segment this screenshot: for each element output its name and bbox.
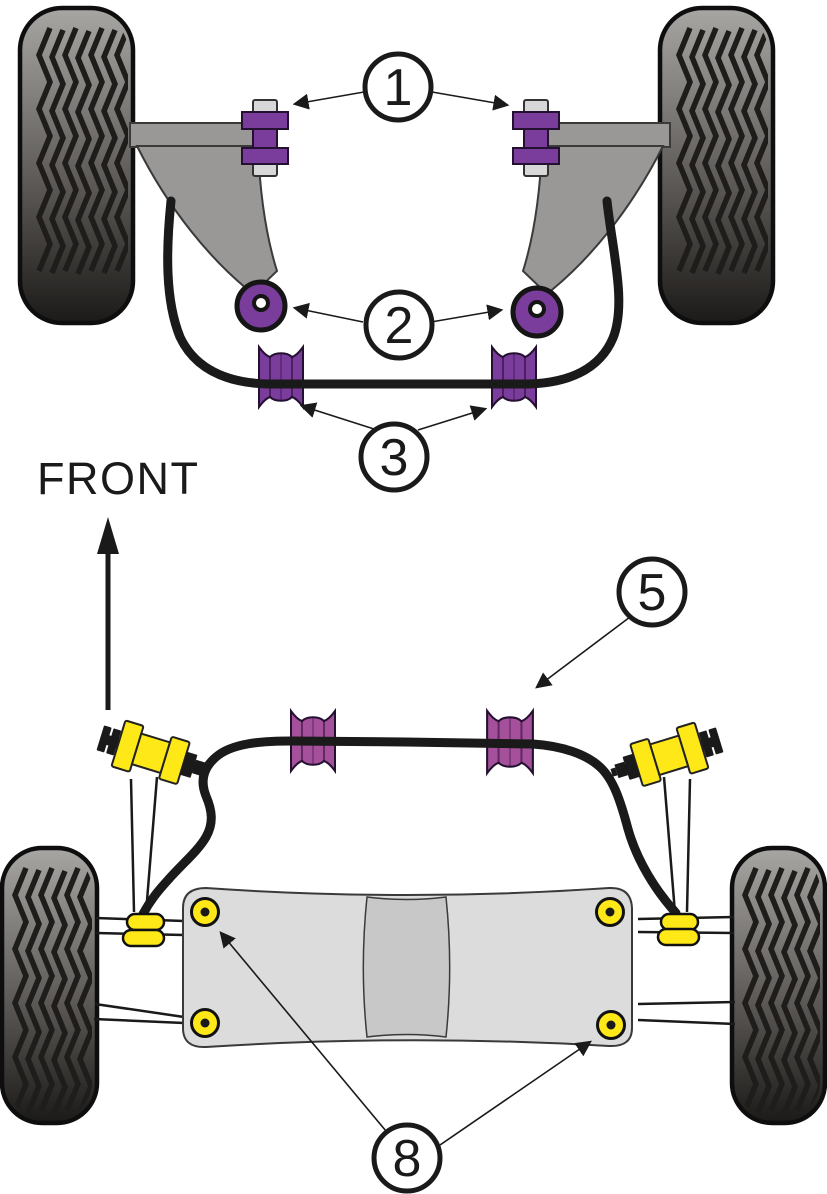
callout-5-label: 5 — [638, 564, 667, 622]
front-direction-label: FRONT — [37, 453, 199, 504]
rear-suspension-view: 5 8 — [0, 556, 827, 1194]
callout-2: 2 — [292, 289, 504, 361]
front-suspension-view: 1 2 3 — [17, 5, 776, 493]
upper-arm-bushing-right — [512, 99, 560, 177]
axle-link-right-lower-2 — [637, 1018, 736, 1026]
callout-8-label: 8 — [393, 1130, 422, 1188]
callout-2-label: 2 — [385, 297, 414, 355]
callout-1-label: 1 — [384, 59, 413, 117]
callout-3-circle — [358, 421, 430, 493]
callout-3-arrow-right — [417, 405, 488, 431]
rear-right-tire — [729, 845, 827, 1126]
front-arrow-head — [97, 517, 119, 554]
callout-3: 3 — [299, 402, 488, 493]
front-arb-bushing-right — [491, 346, 537, 408]
callout-2-arrow-right — [430, 304, 504, 323]
front-arb-bushing-left — [258, 346, 304, 408]
lower-arm-bushing-left — [234, 279, 288, 333]
callout-1: 1 — [292, 51, 510, 123]
callout-2-circle — [363, 289, 435, 361]
callout-1-arrow-right — [431, 91, 510, 111]
hub-bushing-left — [121, 912, 166, 948]
upper-arm-bushing-left — [241, 99, 289, 177]
callout-2-arrow-left — [292, 302, 364, 323]
front-right-control-arm — [521, 122, 671, 296]
axle-link-left-lower-1 — [94, 1002, 185, 1019]
front-left-tire — [17, 5, 136, 326]
callout-1-arrow-left — [292, 91, 365, 110]
tie-rod-left-inner — [144, 776, 159, 914]
axle-link-left-lower-2 — [93, 1017, 185, 1025]
subframe-bushing-top-right — [595, 897, 625, 927]
tie-bar-bushing-kit-right — [610, 721, 724, 787]
lower-arm-bushing-right — [510, 285, 564, 339]
callout-3-label: 3 — [380, 429, 409, 487]
callout-8-arrow-right — [439, 1040, 592, 1146]
callout-3-arrow-left — [299, 402, 375, 430]
rear-antiroll-bar — [138, 736, 681, 919]
subframe-bushing-top-left — [190, 897, 220, 927]
front-antiroll-bar — [163, 196, 624, 389]
callout-5: 5 — [535, 556, 688, 689]
front-left-control-arm — [129, 122, 279, 296]
rear-left-tire — [0, 845, 100, 1126]
subframe-bushing-bottom-right — [596, 1010, 626, 1040]
callout-5-circle — [616, 556, 688, 628]
tie-rod-left-outer — [129, 778, 136, 913]
tie-bar-bushing-kit-left — [96, 719, 210, 785]
tie-rod-right-inner — [662, 776, 677, 914]
hub-bushing-right — [656, 912, 701, 947]
callout-8-circle — [371, 1122, 443, 1194]
callout-1-circle — [362, 51, 434, 123]
subframe-center-section — [362, 896, 451, 1038]
callout-5-arrow — [535, 616, 631, 689]
tie-rod-right-outer — [685, 778, 692, 913]
rear-subframe — [182, 886, 633, 1049]
front-right-tire — [657, 5, 776, 326]
axle-link-right-lower-1 — [637, 1000, 736, 1006]
subframe-bushing-bottom-left — [190, 1008, 220, 1038]
callout-8: 8 — [219, 931, 592, 1194]
callout-8-arrow-left — [219, 931, 387, 1132]
front-direction-arrow — [97, 517, 119, 710]
